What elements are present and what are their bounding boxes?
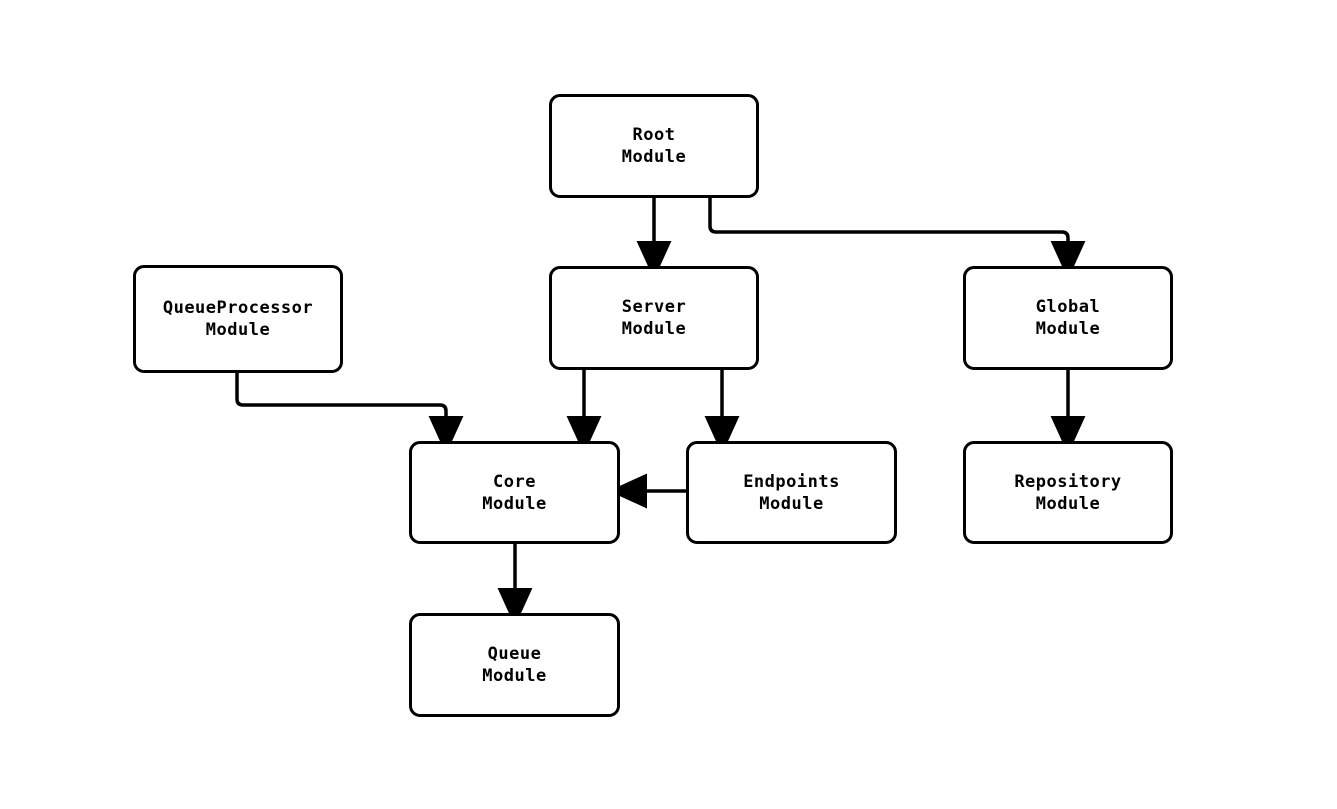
node-queue-module-label-line1: Queue — [487, 644, 542, 664]
node-endpoints-module-label-line2: Module — [759, 493, 824, 514]
node-server-module-label-line2: Module — [621, 319, 687, 339]
node-root-module-label-line2: Module — [621, 147, 687, 167]
edge-root-to-global — [708, 198, 1086, 280]
node-global-module-label-line2: Module — [1035, 319, 1101, 339]
edge-queueprocessor-to-core — [235, 373, 464, 455]
node-root-module-label-line1: Root — [632, 125, 676, 145]
node-global-module-label-line1: Global — [1035, 297, 1101, 317]
node-queueprocessor-module[interactable]: QueueProcessor Module — [133, 265, 343, 373]
node-root-module[interactable]: Root Module — [549, 94, 759, 198]
node-repository-module-label-line1: Repository — [1014, 471, 1122, 492]
node-queue-module-label-line2: Module — [482, 666, 547, 686]
node-core-module-label-line2: Module — [482, 493, 547, 514]
node-repository-module[interactable]: Repository Module — [963, 441, 1173, 544]
node-queueprocessor-module-label-line2: Module — [205, 320, 271, 340]
node-global-module[interactable]: Global Module — [963, 266, 1173, 370]
node-server-module-label-line1: Server — [621, 297, 687, 317]
node-server-module[interactable]: Server Module — [549, 266, 759, 370]
node-endpoints-module[interactable]: Endpoints Module — [686, 441, 897, 544]
node-repository-module-label-line2: Module — [1035, 493, 1101, 514]
node-core-module-label-line1: Core — [493, 471, 536, 492]
node-core-module[interactable]: Core Module — [409, 441, 620, 544]
node-endpoints-module-label-line1: Endpoints — [743, 471, 840, 492]
node-queue-module[interactable]: Queue Module — [409, 613, 620, 717]
node-queueprocessor-module-label-line1: QueueProcessor — [162, 298, 314, 318]
